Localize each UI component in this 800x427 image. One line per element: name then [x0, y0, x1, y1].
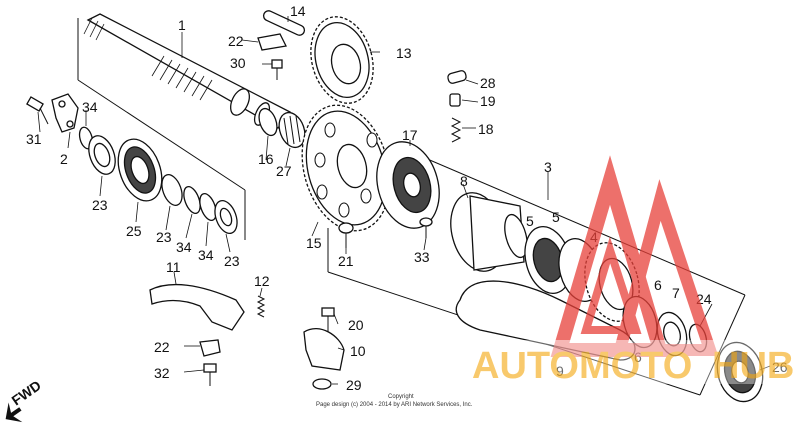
- spring-12: [256, 295, 266, 318]
- watermark-brand-left: AUTOMOTO: [472, 345, 692, 387]
- washer-23-left: [88, 135, 116, 175]
- callout-20: 20: [348, 317, 364, 333]
- callout-30: 30: [230, 55, 246, 71]
- plate-2: [51, 93, 79, 133]
- bolt-31: [26, 96, 49, 125]
- callout-9: 9: [556, 363, 564, 379]
- copyright-notice: Copyright Page design (c) 2004 - 2014 by…: [316, 394, 473, 408]
- plate-22-bottom: [199, 339, 221, 357]
- bolt-30: [271, 59, 283, 80]
- callout-11: 11: [166, 259, 181, 275]
- callout-22-bottom: 22: [154, 339, 170, 355]
- callout-5-left: 5: [526, 213, 534, 229]
- watermark-logo: AUTOMOTO HUB: [470, 155, 794, 387]
- pin-28: [447, 70, 467, 84]
- washers-23-34-group: [161, 174, 238, 234]
- callout-22-top: 22: [228, 33, 244, 49]
- callout-23-right: 23: [224, 253, 240, 269]
- watermark-triangle-outer-right: [612, 179, 719, 356]
- callout-1: 1: [178, 17, 186, 33]
- pin-33: [419, 217, 433, 238]
- callout-21: 21: [338, 253, 354, 269]
- group-frame-shaft: [77, 18, 246, 240]
- callout-27: 27: [276, 163, 292, 179]
- washer-29: [312, 378, 332, 390]
- callout-16: 16: [258, 151, 274, 167]
- bolt-32: [203, 363, 217, 386]
- gear-15: [301, 104, 391, 232]
- cap-19: [449, 93, 461, 107]
- callout-14: 14: [290, 3, 306, 19]
- callout-25: 25: [126, 223, 142, 239]
- callout-34-mid: 34: [176, 239, 192, 255]
- collar-16: [258, 107, 278, 137]
- callout-32: 32: [154, 365, 170, 381]
- callout-29: 29: [346, 377, 362, 393]
- callout-8: 8: [460, 173, 468, 189]
- bolt-20: [321, 307, 335, 332]
- callout-12: 12: [254, 273, 270, 289]
- copyright-line-2: Page design (c) 2004 - 2014 by ARI Netwo…: [316, 402, 473, 408]
- callout-5-right: 5: [552, 209, 560, 225]
- bearing-26: [716, 341, 764, 403]
- watermark-triangle-inner: [580, 236, 642, 334]
- callout-23-mid: 23: [156, 229, 172, 245]
- fwd-arrow: FWD: [5, 377, 44, 423]
- callout-19: 19: [480, 93, 496, 109]
- clutch-drum-8: [450, 192, 528, 272]
- callout-3: 3: [544, 159, 552, 175]
- callout-10: 10: [350, 343, 366, 359]
- callout-26: 26: [772, 359, 788, 375]
- callout-18: 18: [478, 121, 494, 137]
- leader-lines: [37, 16, 771, 385]
- callout-33: 33: [414, 249, 430, 265]
- bearing-25: [117, 138, 163, 202]
- callout-15: 15: [306, 235, 322, 251]
- sprocket-13: [310, 16, 374, 104]
- callout-17: 17: [402, 127, 418, 143]
- watermark-triangle-outer-left: [550, 155, 670, 357]
- chain-guide-11: [149, 283, 245, 331]
- callout-labels: 1 14 22 30 13 28 19 18 17 3 8 34 31 2 23…: [26, 3, 788, 393]
- callout-31: 31: [26, 131, 42, 147]
- callout-34-top: 34: [82, 99, 98, 115]
- callout-23-left: 23: [92, 197, 108, 213]
- callout-28: 28: [480, 75, 496, 91]
- callout-6-top: 6: [654, 277, 662, 293]
- guide-10: [303, 327, 345, 371]
- copyright-line-1: Copyright: [388, 394, 414, 400]
- watermark-bar: [470, 340, 790, 384]
- callout-7: 7: [672, 285, 680, 301]
- pin-14: [262, 10, 306, 36]
- main-shaft: [83, 13, 291, 129]
- callout-34-right: 34: [198, 247, 214, 263]
- clutch-outer-17: [376, 141, 440, 229]
- callout-13: 13: [396, 45, 412, 61]
- watermark-brand-right: HUB: [712, 345, 794, 387]
- bolt-21: [338, 222, 354, 248]
- spring-18: [450, 117, 462, 143]
- plate-22-top: [257, 33, 287, 51]
- callout-2: 2: [60, 151, 68, 167]
- needle-bearing-27: [278, 111, 306, 149]
- fwd-label: FWD: [9, 377, 44, 408]
